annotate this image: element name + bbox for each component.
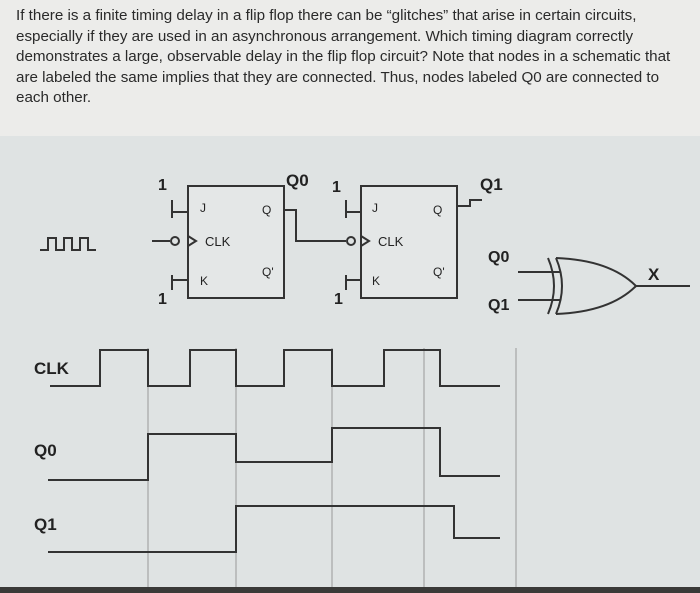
question-text: If there is a finite timing delay in a f… (16, 7, 671, 106)
ff0-j-pin-label: J (200, 201, 206, 215)
ff1-k-input-label: 1 (334, 291, 343, 308)
ff1-q-pin-label: Q (433, 203, 442, 217)
clock-source-icon (40, 237, 96, 251)
ff0-k-input-label: 1 (158, 291, 167, 308)
figure-panel: 1 1 J K CLK Q Q' Q0 1 1 J K CLK Q Q' Q1 … (0, 138, 700, 593)
xor-gate (518, 257, 690, 315)
circuit-and-timing-figure: 1 1 J K CLK Q Q' Q0 1 1 J K CLK Q Q' Q1 … (34, 171, 690, 593)
ff1-j-input-label: 1 (332, 179, 341, 196)
q1-waveform (48, 505, 500, 553)
bottom-edge (0, 587, 700, 593)
ff0-qbar-pin-label: Q' (262, 265, 274, 279)
timing-clk-label: CLK (34, 359, 70, 378)
xor-input-a-label: Q0 (488, 249, 509, 266)
xor-output-label: X (648, 265, 660, 284)
q0-waveform (48, 427, 500, 481)
ff0-clk-pin-label: CLK (205, 234, 231, 249)
ff1-k-pin-label: K (372, 274, 380, 288)
timing-q1-label: Q1 (34, 515, 57, 534)
ff0-output-label: Q0 (286, 171, 309, 190)
ff1-output-label: Q1 (480, 175, 503, 194)
ff0-q-pin-label: Q (262, 203, 271, 217)
ff1-clk-pin-label: CLK (378, 234, 404, 249)
ff0-j-input-label: 1 (158, 177, 167, 194)
timing-q0-label: Q0 (34, 441, 57, 460)
flip-flop-0 (187, 185, 285, 299)
ff0-k-pin-label: K (200, 274, 208, 288)
ff1-qbar-pin-label: Q' (433, 265, 445, 279)
question-panel: If there is a finite timing delay in a f… (0, 0, 700, 136)
clk-waveform (50, 349, 500, 387)
flip-flop-1 (360, 185, 458, 299)
xor-input-b-label: Q1 (488, 297, 509, 314)
ff1-j-pin-label: J (372, 201, 378, 215)
